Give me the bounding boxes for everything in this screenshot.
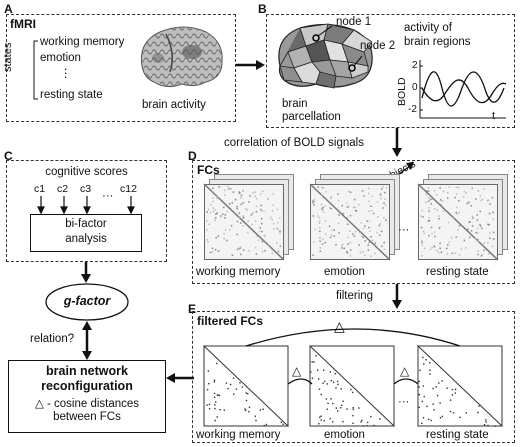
panel-b-box: [266, 14, 515, 128]
fc-caption-working-memory: working memory: [196, 266, 281, 278]
arrow-e-to-reconfig: [166, 373, 194, 383]
panel-b-letter: B: [258, 2, 267, 16]
arrow-b-to-d: [392, 128, 402, 157]
fc-caption-emotion: emotion: [324, 266, 365, 278]
score-c1: c1: [34, 183, 46, 195]
parcellation-caption-line1: brain: [282, 98, 308, 110]
tick-label-0: 0: [412, 82, 418, 93]
reconfig-line2: reconfiguration: [41, 379, 133, 393]
panel-a-letter: A: [4, 2, 13, 16]
panel-e-letter: E: [188, 302, 197, 316]
cognitive-scores-title: cognitive scores: [45, 166, 128, 178]
gfactor-label: g-factor: [63, 294, 111, 308]
filtered-caption-resting-state: resting state: [426, 429, 489, 441]
states-bracket: [33, 40, 38, 100]
panel-a-box: [6, 14, 236, 122]
filtered-caption-working-memory: working memory: [196, 429, 281, 441]
bifactor-line1: bi-factor: [65, 218, 107, 230]
filtered-fcs-title: filtered FCs: [197, 314, 264, 328]
fcs-title: FCs: [197, 163, 220, 177]
score-arrows: [37, 196, 135, 215]
state-item-emotion: emotion: [40, 52, 81, 64]
tick-label-2: 2: [412, 60, 418, 71]
bifactor-line2: analysis: [65, 233, 107, 245]
score-c3: c3: [80, 183, 92, 195]
reconfig-line3: △ - cosine distances: [34, 398, 140, 410]
node-2-label: node 2: [360, 40, 396, 52]
state-item-resting-state: resting state: [40, 89, 103, 101]
brain-activity-image: [140, 26, 223, 88]
filtered-ellipsis: ···: [398, 396, 410, 408]
correlation-label: correlation of BOLD signals: [224, 137, 364, 149]
double-arrow-relation: [82, 321, 92, 360]
tick-label-neg2: -2: [408, 104, 417, 115]
arrow-c-to-gfactor: [81, 262, 91, 283]
filtered-caption-emotion: emotion: [324, 429, 365, 441]
fmri-title: fMRI: [10, 17, 36, 31]
state-item-ellipsis: ⋮: [60, 68, 72, 80]
reconfiguration-box: [8, 360, 166, 433]
activity-title-line1: activity of: [404, 22, 452, 34]
score-ellipsis: ···: [102, 190, 114, 202]
reconfig-line1: brain network: [46, 364, 128, 378]
arrow-d-to-e: [392, 284, 402, 309]
fc-ellipsis: ···: [398, 224, 410, 236]
brain-parcellation-image: [278, 23, 373, 89]
arrow-a-to-b: [236, 60, 265, 70]
filtering-label: filtering: [336, 290, 374, 302]
delta-top: △: [334, 318, 345, 334]
state-item-working-memory: working memory: [40, 36, 125, 48]
gfactor-ellipse: [45, 283, 129, 321]
fc-caption-resting-state: resting state: [426, 266, 489, 278]
delta-emotion-rest: △: [400, 364, 410, 378]
panel-c-box: [6, 160, 167, 262]
score-c12: c12: [120, 183, 137, 195]
brain-activity-caption: brain activity: [142, 99, 206, 111]
delta-wm-emotion: △: [292, 364, 302, 378]
node-1-label: node 1: [336, 16, 372, 28]
reconfig-line4: between FCs: [53, 411, 121, 423]
panel-d-letter: D: [188, 149, 197, 163]
score-c2: c2: [57, 183, 69, 195]
relation-label: relation?: [30, 333, 75, 345]
bold-signal-plot: [419, 60, 507, 119]
panel-c-letter: C: [4, 149, 13, 163]
time-axis-label: t: [492, 110, 496, 122]
parcellation-caption-line2: parcellation: [282, 111, 341, 123]
panel-d-box: [192, 160, 515, 284]
bifactor-analysis-box: [30, 214, 142, 252]
activity-title-line2: brain regions: [404, 36, 471, 48]
